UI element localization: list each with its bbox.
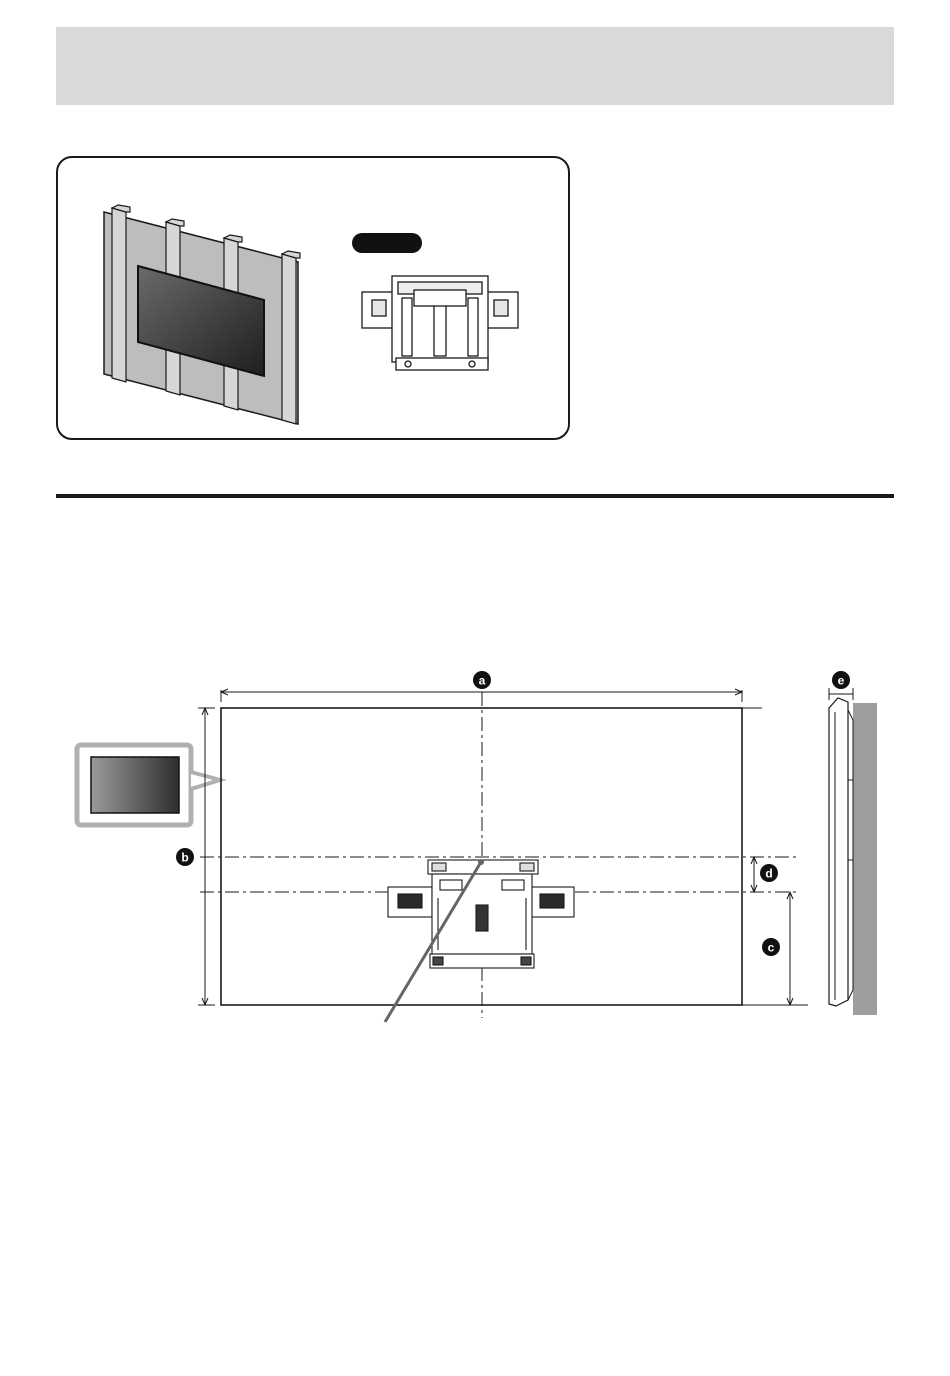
marker-d-label: d [765,867,772,881]
bracket-on-tv [388,860,574,968]
tv-side-view [829,698,877,1015]
marker-a: a [473,671,491,689]
marker-a-label: a [479,674,486,688]
marker-e-label: e [838,674,845,688]
section-rule [56,494,894,498]
tv-zoom-callout [77,745,220,825]
marker-d: d [760,864,778,882]
marker-b: b [176,848,194,866]
center-lines [200,692,796,1018]
wall-panel-illustration [104,205,300,424]
marker-c: c [762,938,780,956]
marker-b-label: b [181,851,188,865]
marker-c-label: c [768,941,775,955]
marker-e: e [832,671,850,689]
bracket-badge [352,233,422,253]
wall-mount-bracket-icon [362,276,518,370]
